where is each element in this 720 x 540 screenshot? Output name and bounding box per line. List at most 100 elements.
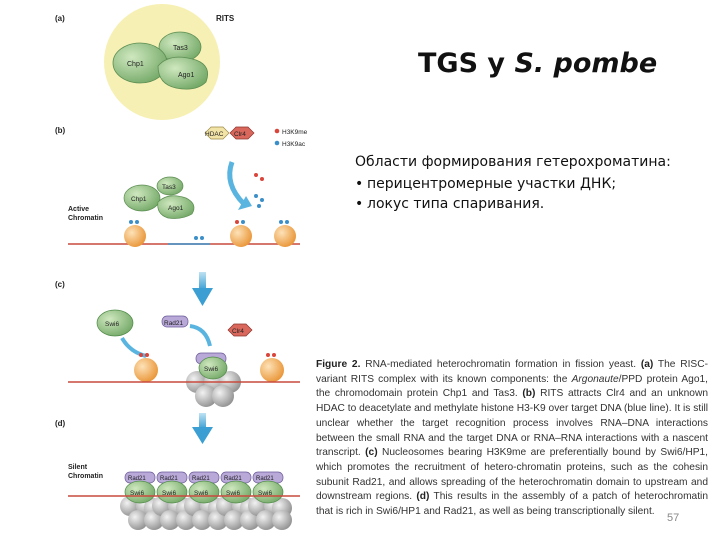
swi6-protein xyxy=(220,480,252,504)
ac-mark-b7 xyxy=(200,236,204,240)
rits-complex-b: Tas3 Chp1 Ago1 xyxy=(123,176,195,219)
silent-chromatin-label-2: Chromatin xyxy=(68,473,103,480)
rad21-protein-c xyxy=(161,315,189,328)
heterochromatin-regions: Области формирования гетерохроматина: пе… xyxy=(355,152,695,214)
histone-legend: H3K9me H3K9ac xyxy=(274,128,308,148)
swi6-protein-c1 xyxy=(96,309,134,337)
me-mark-c2 xyxy=(145,353,149,357)
flow-arrow-2-head xyxy=(192,427,213,444)
active-chromatin-label-1: Active xyxy=(68,206,89,213)
swi6-label: Swi6 xyxy=(162,490,176,497)
ago1-protein xyxy=(157,56,209,90)
swi6-protein xyxy=(124,480,156,504)
me-mark-b1 xyxy=(254,173,258,177)
caption-panel-a: (a) xyxy=(640,359,654,370)
me-mark-b2 xyxy=(260,177,264,181)
hdac-label: HDAC xyxy=(205,131,224,138)
panel-b-label: (b) xyxy=(55,126,66,135)
ac-mark-b1 xyxy=(254,194,258,198)
chp1-protein-b xyxy=(123,184,161,212)
nucleosome-b1 xyxy=(124,225,146,247)
flow-arrow-2-shaft xyxy=(199,413,206,429)
rad21-label: Rad21 xyxy=(224,476,242,482)
recruitment-arrowhead-b xyxy=(238,196,252,210)
grey-nucleosome xyxy=(272,510,292,530)
grey-nucleosome xyxy=(160,510,180,530)
caption-text: RNA-mediated heterochromatin formation i… xyxy=(360,359,641,370)
clr4-protein-c xyxy=(227,323,253,337)
ac-mark-b3 xyxy=(257,204,261,208)
swi6-label-c2: Swi6 xyxy=(204,366,218,373)
panel-a-label: (a) xyxy=(55,14,65,23)
grey-nucleosome xyxy=(192,510,212,530)
caption-text: Nucleosomes bearing H3K9me are preferent… xyxy=(316,447,708,503)
silent-chromatin-label-1: Silent xyxy=(68,464,88,471)
swi6-label-c1: Swi6 xyxy=(105,321,119,328)
ac-mark-b10 xyxy=(285,220,289,224)
bullet-item: перицентромерные участки ДНК; xyxy=(355,174,695,194)
active-chromatin-label-2: Chromatin xyxy=(68,215,103,222)
caption-text: RITS attracts Clr4 and an unknown HDAC t… xyxy=(316,388,708,459)
swi6-protein xyxy=(188,480,220,504)
grey-nucleosome-c4 xyxy=(195,385,217,407)
tas3-label: Tas3 xyxy=(173,45,188,52)
clr4-protein-b xyxy=(229,126,255,140)
h3k9me-legend-label: H3K9me xyxy=(282,129,308,136)
swi6-protein xyxy=(156,480,188,504)
swi6-protein-c2 xyxy=(198,356,228,380)
clr4-label-c: Clr4 xyxy=(232,328,244,335)
caption-panel-c: (c) xyxy=(365,447,378,459)
swi6-label: Swi6 xyxy=(194,490,208,497)
ago1-protein-b xyxy=(157,195,195,219)
caption-argonaute: Argonaute xyxy=(571,373,619,385)
caption-panel-d: (d) xyxy=(416,491,430,503)
tas3-protein-b xyxy=(156,176,184,196)
me-mark-c3 xyxy=(266,353,270,357)
nucleosome-b2 xyxy=(230,225,252,247)
rad21-label-c: Rad21 xyxy=(164,320,184,327)
recruitment-arrow-b xyxy=(227,161,246,206)
rits-label: RITS xyxy=(216,14,235,23)
rad21-arrow-c xyxy=(189,324,212,347)
bullet-list: перицентромерные участки ДНК; локус типа… xyxy=(355,174,695,214)
chp1-label: Chp1 xyxy=(127,61,144,68)
bullets-heading: Области формирования гетерохроматина: xyxy=(355,154,671,170)
clr4-label-b: Clr4 xyxy=(234,131,246,138)
swi6-label: Swi6 xyxy=(130,490,144,497)
slide-title-organism: S. pombe xyxy=(514,48,658,79)
ago1-label: Ago1 xyxy=(178,72,194,79)
caption-fig-label: Figure 2. xyxy=(316,359,361,370)
me-mark-c4 xyxy=(272,353,276,357)
caption-text: /PPD protein Ago1, the chromodomain prot… xyxy=(316,373,709,400)
grey-nucleosome xyxy=(128,510,148,530)
flow-arrow-1-head xyxy=(192,288,213,306)
slide-title: TGS у S. pombe xyxy=(418,48,657,79)
rits-complex: Tas3 Chp1 Ago1 xyxy=(112,31,209,90)
figure-caption: Figure 2. RNA-mediated heterochromatin f… xyxy=(316,358,708,520)
chp1-label-b: Chp1 xyxy=(131,196,147,203)
h3k9ac-legend-label: H3K9ac xyxy=(282,141,306,148)
silent-chromatin-array: Rad21Swi6Rad21Swi6Rad21Swi6Rad21Swi6Rad2… xyxy=(120,471,292,530)
flow-arrow-1-shaft xyxy=(199,272,206,290)
ago1-label-b: Ago1 xyxy=(168,205,184,212)
ac-mark-b6 xyxy=(194,236,198,240)
me-mark-c1 xyxy=(139,353,143,357)
slide-title-prefix: TGS у xyxy=(418,48,515,79)
me-mark-b3 xyxy=(235,220,239,224)
rad21-label: Rad21 xyxy=(160,476,178,482)
grey-nucleosome xyxy=(224,510,244,530)
hdac-protein xyxy=(204,126,230,140)
rad21-label: Rad21 xyxy=(192,476,210,482)
panel-c-label: (c) xyxy=(55,280,65,289)
nucleosome-c1 xyxy=(134,358,158,382)
rad21-label: Rad21 xyxy=(256,476,274,482)
ac-mark-b5 xyxy=(135,220,139,224)
page-number: 57 xyxy=(667,512,680,524)
h3k9ac-legend-dot xyxy=(274,140,280,146)
caption-panel-b: (b) xyxy=(522,388,536,400)
panel-d-label: (d) xyxy=(55,419,66,428)
swi6-arrow-c xyxy=(120,336,147,358)
swi6-label: Swi6 xyxy=(258,490,272,497)
nucleosome-b3 xyxy=(274,225,296,247)
